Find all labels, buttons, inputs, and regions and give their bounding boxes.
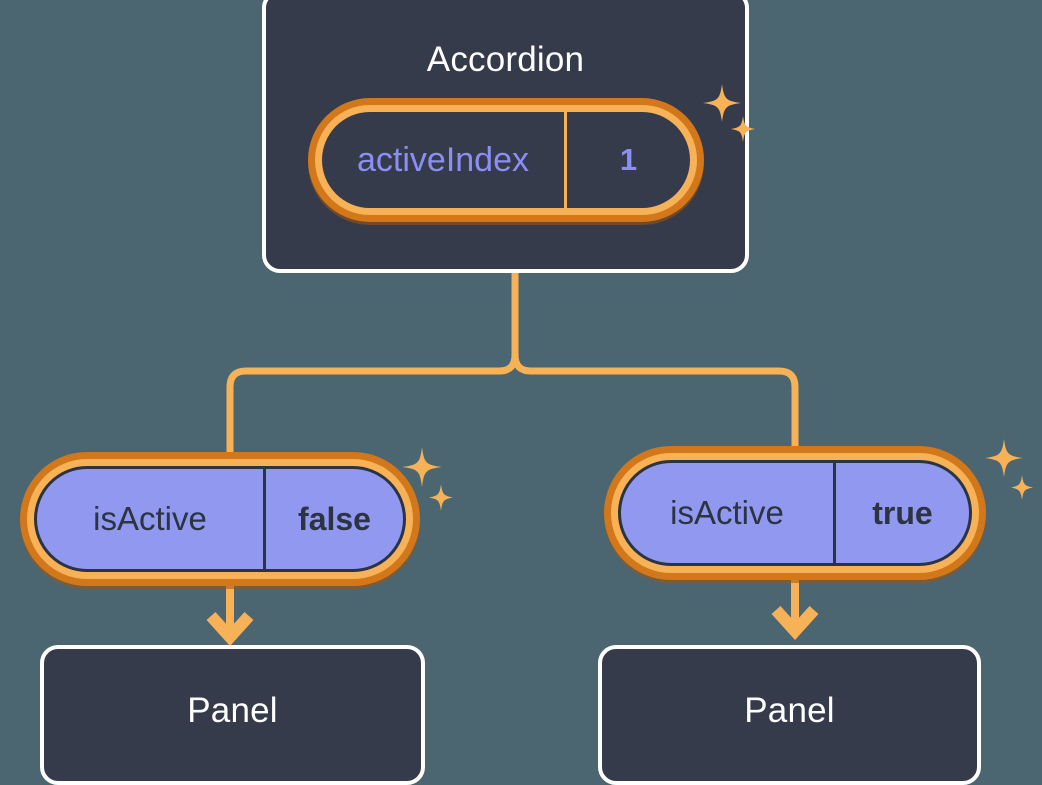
pill-body: activeIndex 1 [322, 112, 690, 208]
prop-value-label: true [833, 463, 969, 563]
component-box-panel-right[interactable]: Panel [598, 645, 981, 785]
arrow-down-icon-left [206, 585, 254, 646]
pill-ring: activeIndex 1 [315, 105, 697, 215]
state-pill-is-active-true[interactable]: isActive true [604, 446, 986, 580]
pill-body: isActive true [618, 460, 972, 566]
prop-key-label: isActive [670, 494, 784, 531]
component-title: Panel [744, 691, 835, 730]
component-box-panel-left[interactable]: Panel [40, 645, 425, 785]
pill-ring: isActive false [27, 459, 413, 579]
state-key-label: activeIndex [357, 140, 529, 179]
component-title: Accordion [426, 40, 585, 79]
sparkle-icon-true-pill [985, 439, 1033, 500]
prop-value-label: false [263, 469, 403, 569]
pill-body: isActive false [34, 466, 406, 572]
state-value-label: 1 [564, 112, 690, 208]
state-pill-active-index[interactable]: activeIndex 1 [308, 98, 704, 222]
prop-key-label: isActive [93, 500, 207, 537]
state-pill-is-active-false[interactable]: isActive false [20, 452, 420, 586]
component-title: Panel [187, 691, 278, 730]
pill-ring: isActive true [611, 453, 979, 573]
arrow-down-icon-right [771, 579, 819, 640]
